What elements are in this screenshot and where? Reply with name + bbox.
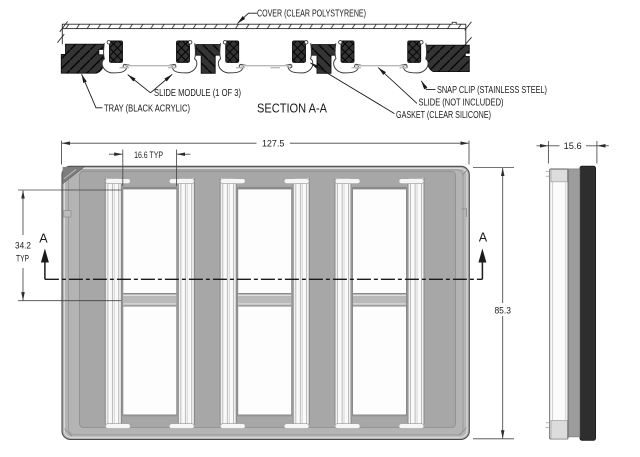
module-post-1 (195, 44, 221, 74)
section-title: SECTION A-A (257, 102, 328, 116)
slide-module-2 (220, 178, 309, 429)
slide-callout: SLIDE (NOT INCLUDED) (419, 98, 504, 109)
slide-module-1 (105, 178, 194, 429)
dimensions (18, 140, 609, 440)
slide-module-callout: SLIDE MODULE (1 OF 3) (154, 88, 241, 99)
left-wall-notch (63, 210, 72, 218)
snap-clip-4 (283, 40, 314, 74)
side-cover-bottom-cap (550, 420, 568, 440)
section-view: COVER (CLEAR POLYSTYRENE) SLIDE MODULE (… (57, 9, 547, 121)
snap-clip-callout: SNAP CLIP (STAINLESS STEEL) (437, 85, 547, 96)
side-tray-profile (579, 165, 597, 441)
section-marker-right: A (479, 231, 488, 245)
dim-slot-width: 16.6 TYP (134, 149, 163, 160)
slide-module-3 (335, 178, 424, 429)
section-walls (57, 21, 472, 47)
dim-slot-half-height-typ: TYP (16, 252, 29, 263)
right-wall-notch (461, 208, 468, 217)
section-callouts (81, 12, 436, 114)
dim-slot-half-height: 34.2 (15, 240, 31, 251)
side-view (545, 165, 597, 441)
section-cut-line: A A (39, 231, 488, 280)
dim-overall-thickness: 15.6 (564, 140, 582, 151)
side-cover-top-cap (550, 169, 568, 183)
tray-right-block (426, 44, 470, 73)
cover-strip (61, 21, 467, 30)
gasket-callout: GASKET (CLEAR SILICONE) (396, 110, 491, 121)
cover-callout: COVER (CLEAR POLYSTYRENE) (257, 9, 366, 20)
section-marker-left: A (39, 232, 48, 246)
slide-phantom-lines (119, 65, 408, 69)
dimension-texts: 127.5 16.6 TYP 34.2 TYP 85.3 15.6 (15, 138, 582, 316)
tray-left-block (60, 43, 105, 74)
side-module-profile (567, 168, 581, 438)
dim-overall-height: 85.3 (494, 304, 511, 315)
tray-callout: TRAY (BLACK ACRYLIC) (104, 103, 190, 114)
top-view: A A (39, 165, 488, 441)
module-post-2 (311, 44, 337, 74)
dim-overall-width: 127.5 (262, 138, 285, 149)
